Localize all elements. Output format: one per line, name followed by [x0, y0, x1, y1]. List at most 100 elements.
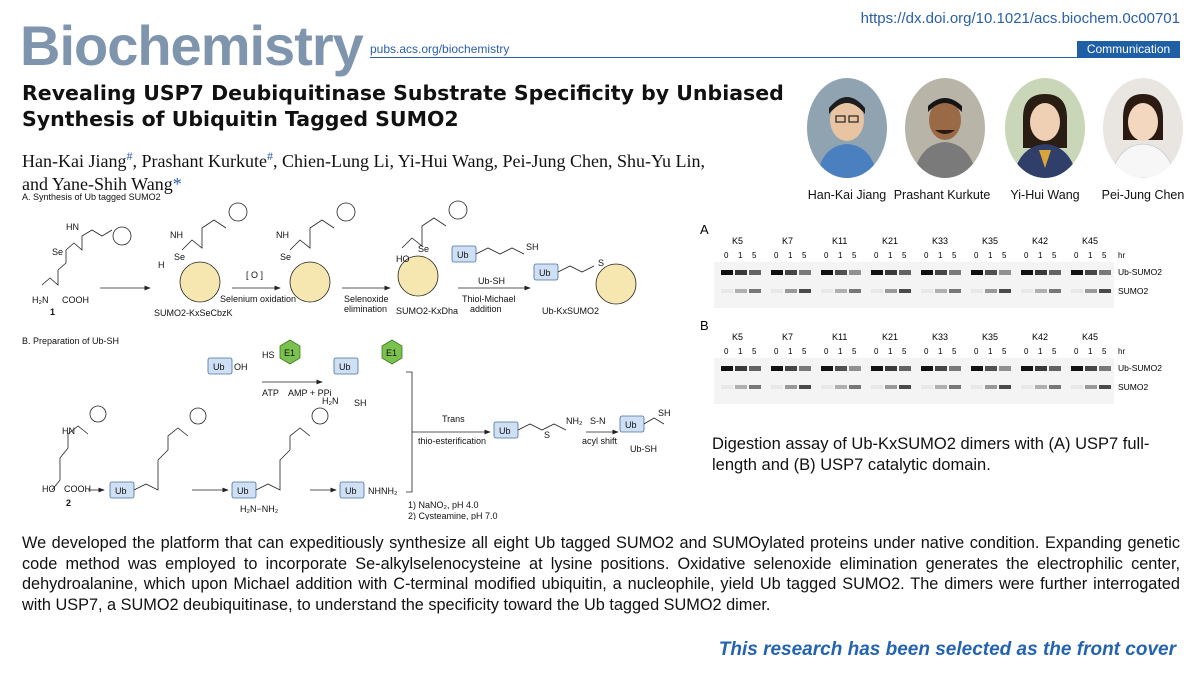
timepoint-label: 0: [874, 251, 879, 260]
gel-lane-label: K21: [882, 236, 898, 246]
gel-band-upper: [821, 270, 833, 275]
gel-band-upper: [799, 270, 811, 275]
author-photo: [1103, 78, 1183, 178]
timepoint-label: 0: [1074, 251, 1079, 260]
gel-band-upper: [785, 366, 797, 371]
gel-band-upper: [1071, 366, 1083, 371]
svg-text:H₂N: H₂N: [322, 396, 339, 406]
timepoint-label: 5: [1102, 251, 1107, 260]
svg-text:Ub: Ub: [115, 486, 127, 496]
author: Yi-Hui Wang,: [397, 151, 503, 171]
gel-band-lower: [849, 289, 861, 293]
gel-band-upper: [899, 366, 911, 371]
gel-band-lower: [721, 385, 733, 389]
step-label: Thiol-Michael: [462, 294, 516, 304]
gel-band-upper: [1035, 366, 1047, 371]
svg-text:OH: OH: [234, 362, 248, 372]
gel-band-lower: [749, 385, 761, 389]
svg-text:H: H: [158, 260, 165, 270]
gel-lane-area: [714, 262, 1114, 308]
svg-text:1) NaNO₂, pH 4.0: 1) NaNO₂, pH 4.0: [408, 500, 479, 510]
timepoint-label: 1: [988, 251, 993, 260]
gel-band-lower: [971, 289, 983, 293]
svg-text:AMP + PPi: AMP + PPi: [288, 388, 332, 398]
gel-band-upper: [849, 270, 861, 275]
journal-url[interactable]: pubs.acs.org/biochemistry: [370, 42, 510, 56]
gel-band-upper: [999, 366, 1011, 371]
gel-band-upper: [985, 270, 997, 275]
cover-note: This research has been selected as the f…: [718, 639, 1176, 660]
oxidant-label: [ O ]: [246, 270, 263, 280]
gel-band-lower: [785, 289, 797, 293]
gel-band-upper: [835, 366, 847, 371]
gel-band-lower: [1071, 385, 1083, 389]
gel-band-lower: [1021, 385, 1033, 389]
gel-band-upper: [749, 270, 761, 275]
svg-text:ATP: ATP: [262, 388, 279, 398]
svg-text:Trans: Trans: [442, 414, 465, 424]
timepoint-label: 5: [802, 347, 807, 356]
product-label: Ub-SH: [630, 444, 657, 454]
author-photo: [905, 78, 985, 178]
timepoint-label: 5: [1052, 251, 1057, 260]
gel-band-lower: [971, 385, 983, 389]
svg-text:Ub: Ub: [457, 250, 469, 260]
svg-text:HS: HS: [262, 350, 275, 360]
timepoint-label: 1: [888, 251, 893, 260]
gel-band-lower: [949, 289, 961, 293]
gel-band-lower: [1085, 385, 1097, 389]
gel-lane-label: K35: [982, 236, 998, 246]
gel-band-upper: [735, 366, 747, 371]
svg-text:E1: E1: [284, 348, 295, 358]
author-list: Han-Kai Jiang#, Prashant Kurkute#, Chien…: [22, 145, 782, 196]
doi-link[interactable]: https://dx.doi.org/10.1021/acs.biochem.0…: [860, 10, 1180, 27]
gel-band-lower: [871, 289, 883, 293]
gel-band-upper: [885, 366, 897, 371]
timepoint-label: 0: [1024, 251, 1029, 260]
gel-band-lower: [835, 385, 847, 389]
gel-band-lower: [799, 289, 811, 293]
intermediate-label: SUMO2-KxDha: [396, 306, 458, 316]
ub-block: [333, 357, 359, 375]
gel-band-upper: [785, 270, 797, 275]
e1-enzyme: [279, 339, 301, 365]
svg-text:SH: SH: [658, 408, 671, 418]
timepoint-label: 5: [1002, 251, 1007, 260]
timepoint-label: 1: [788, 347, 793, 356]
timepoint-label: 0: [724, 347, 729, 356]
band-label-lower: SUMO2: [1118, 382, 1149, 392]
gel-band-upper: [1085, 270, 1097, 275]
svg-text:SH: SH: [526, 242, 539, 252]
figure-caption: Digestion assay of Ub-KxSUMO2 dimers wit…: [712, 435, 1150, 474]
author: Pei-Jung Chen,: [502, 151, 617, 171]
gel-band-upper: [871, 366, 883, 371]
svg-text:SH: SH: [354, 398, 367, 408]
svg-text:S: S: [544, 430, 550, 440]
gel-band-upper: [871, 270, 883, 275]
gel-band-lower: [885, 385, 897, 389]
gel-band-lower: [785, 385, 797, 389]
photo-caption: Yi-Hui Wang: [1010, 188, 1080, 202]
svg-text:Ub: Ub: [345, 486, 357, 496]
band-label-upper: Ub-SUMO2: [1118, 267, 1162, 277]
gel-band-upper: [971, 366, 983, 371]
journal-logo: Biochemistry: [20, 14, 364, 77]
gel-band-upper: [1021, 366, 1033, 371]
gel-band-upper: [1049, 270, 1061, 275]
gel-band-lower: [999, 385, 1011, 389]
svg-text:HO: HO: [396, 254, 410, 264]
timepoint-label: 0: [774, 347, 779, 356]
gel-band-lower: [821, 385, 833, 389]
band-label-upper: Ub-SUMO2: [1118, 363, 1162, 373]
gel-band-lower: [821, 289, 833, 293]
svg-text:NH: NH: [276, 230, 289, 240]
gel-lane-label: K5: [732, 332, 743, 342]
gel-lane-label: K42: [1032, 332, 1048, 342]
step-label: elimination: [344, 304, 387, 314]
timepoint-label: 0: [824, 347, 829, 356]
gel-band-upper: [749, 366, 761, 371]
gel-lane-label: K33: [932, 236, 948, 246]
time-unit-label: hr: [1118, 347, 1125, 356]
timepoint-label: 1: [788, 251, 793, 260]
